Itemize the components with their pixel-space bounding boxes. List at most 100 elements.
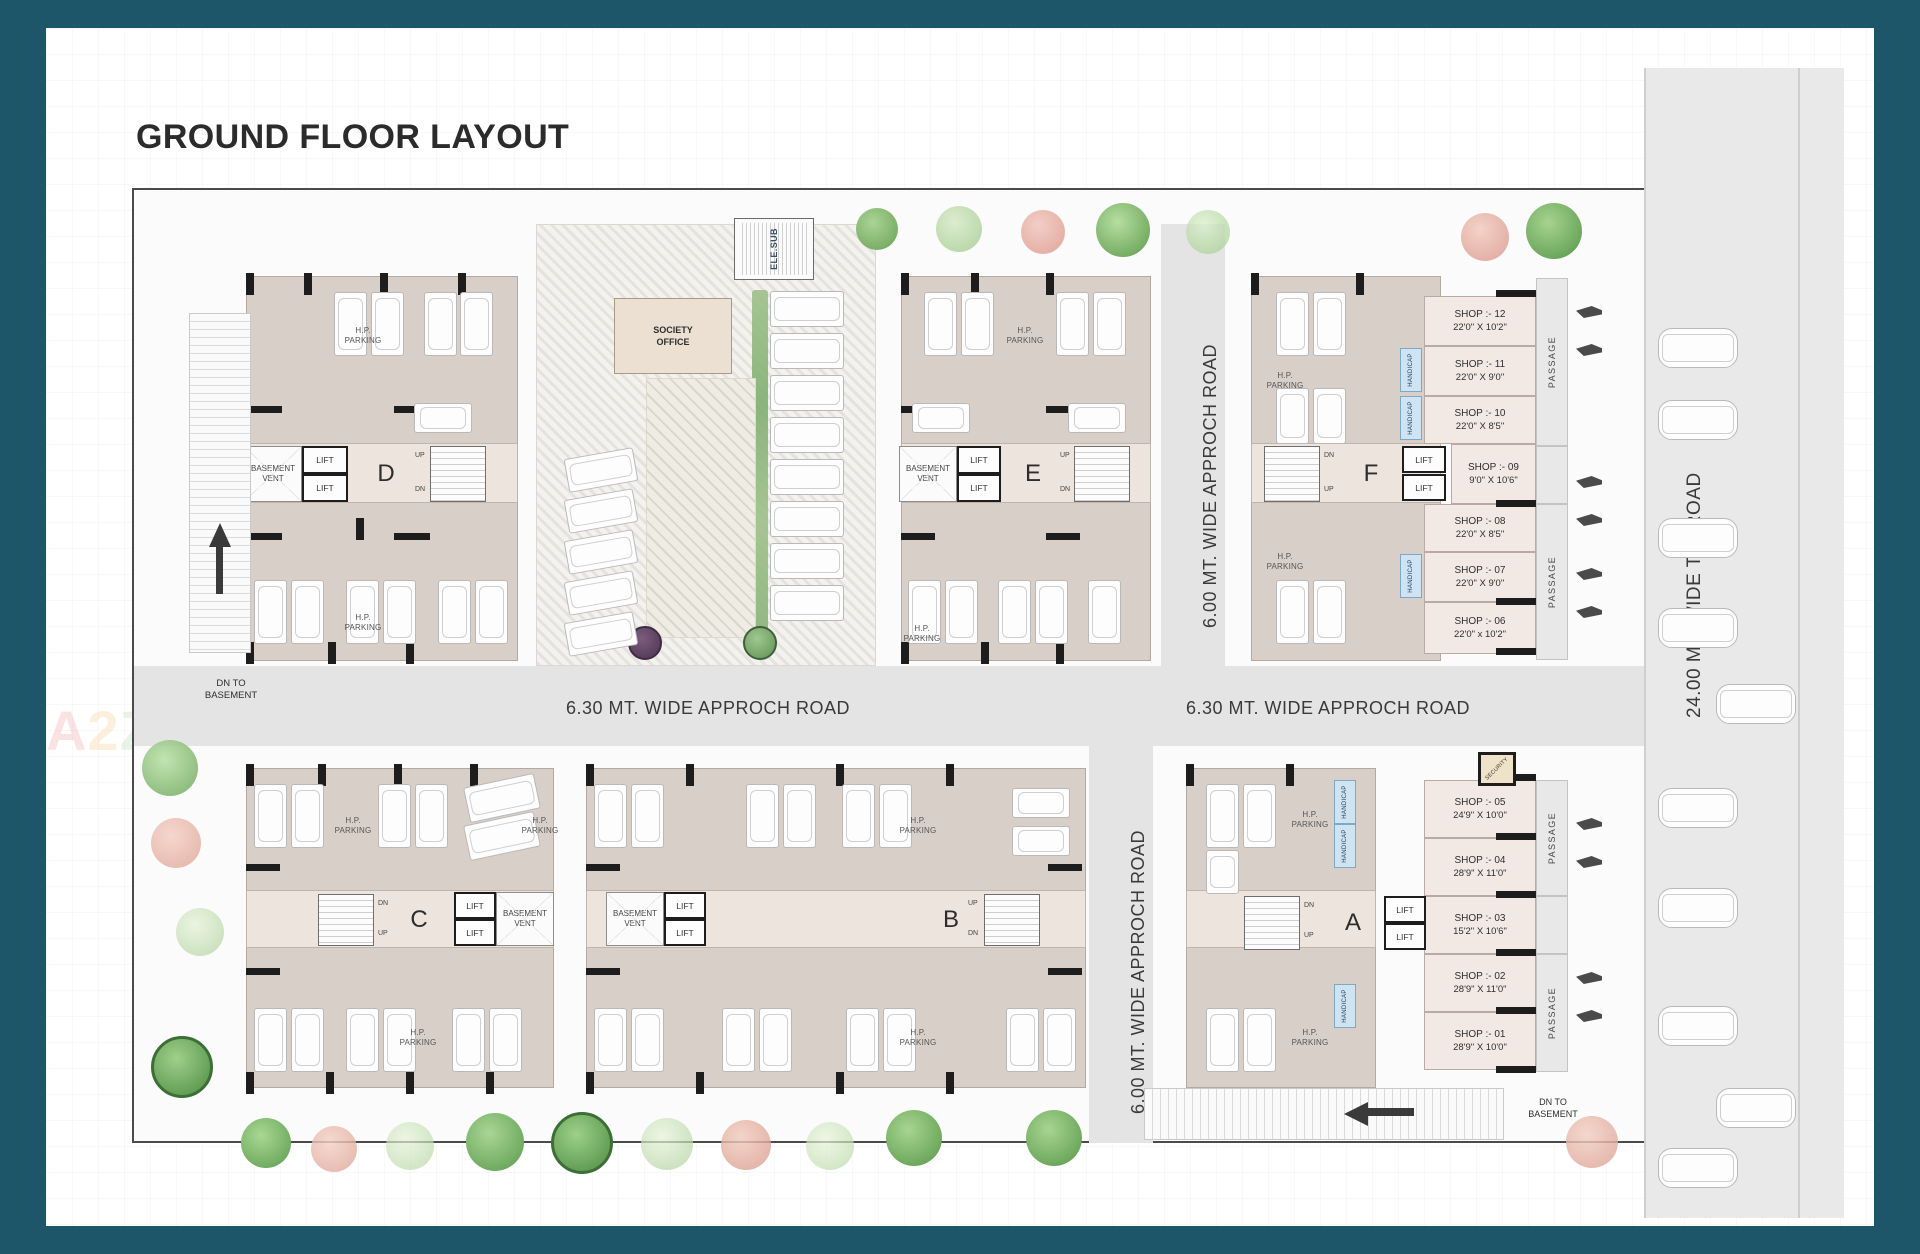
parking-stall (1012, 826, 1070, 856)
wall-segment (470, 764, 478, 786)
parking-stall (460, 292, 493, 356)
wall-segment (1286, 764, 1294, 786)
wall-segment (1046, 533, 1080, 540)
hp-parking-label: H.P. PARKING (1006, 326, 1044, 345)
wall-segment (1046, 273, 1054, 295)
block-e-lift-2: LIFT (957, 474, 1001, 502)
road-approach-vertical-upper (1161, 224, 1225, 666)
wall-segment (1496, 290, 1536, 297)
passage-a-upper: PASSAGE (1536, 780, 1568, 896)
hp-parking-label: H.P. PARKING (899, 1028, 937, 1047)
parking-stall (1206, 784, 1239, 848)
shop-cell-07[interactable]: SHOP :- 07 22'0" X 9'0" (1424, 552, 1536, 602)
shop-cell-09[interactable]: SHOP :- 09 9'0" X 10'6" (1451, 444, 1536, 504)
block-c-tag: C (410, 906, 428, 933)
wall-segment (901, 642, 909, 664)
ele-sub-label: ELE.SUB (769, 228, 779, 270)
tree-icon (466, 1113, 524, 1171)
hp-parking-label: H.P. PARKING (344, 326, 382, 345)
handicap-label: HANDICAP (1342, 829, 1348, 863)
block-f-stair-up-label: UP (1324, 486, 1334, 493)
hp-parking-label: H.P. PARKING (1291, 1028, 1329, 1047)
shop-cell-02[interactable]: SHOP :- 02 28'9" X 11'0" (1424, 954, 1536, 1012)
wall-segment (1496, 891, 1536, 898)
parking-stall (746, 784, 779, 848)
security-cabin: SECURITY (1478, 752, 1516, 786)
parking-stall (414, 403, 472, 433)
parking-stall (383, 580, 416, 644)
block-e-stair-up-label: UP (1060, 452, 1070, 459)
shop-cell-03[interactable]: SHOP :- 03 15'2" X 10'6" (1424, 896, 1536, 954)
block-f-stair (1264, 446, 1320, 502)
parking-stall (1206, 850, 1239, 894)
shop-cell-08[interactable]: SHOP :- 08 22'0" X 8'5" (1424, 504, 1536, 552)
wall-segment (380, 273, 388, 295)
tree-icon (1026, 1110, 1082, 1166)
shop-cell-10[interactable]: SHOP :- 10 22'0" X 8'5" (1424, 396, 1536, 444)
shop-cell-11[interactable]: SHOP :- 11 22'0" X 9'0" (1424, 346, 1536, 396)
passage-label: PASSAGE (1547, 555, 1557, 609)
block-d-lift-1: LIFT (302, 446, 348, 474)
parking-stall (1068, 403, 1126, 433)
tree-icon (241, 1118, 291, 1168)
wall-segment (1496, 1066, 1536, 1073)
handicap-label: HANDICAP (1408, 353, 1414, 387)
two-wheeler-icon (1576, 818, 1602, 830)
wall-segment (394, 406, 430, 413)
block-f-lift-1: LIFT (1402, 446, 1446, 473)
wall-segment (586, 764, 594, 786)
block-b-lift-1: LIFT (664, 892, 706, 919)
wall-segment (246, 764, 254, 786)
walkway (646, 378, 756, 638)
shop-cell-05[interactable]: SHOP :- 05 24'9" X 10'0" (1424, 780, 1536, 838)
handicap-label: HANDICAP (1408, 559, 1414, 593)
block-a-lift-1: LIFT (1384, 896, 1426, 923)
shop-cell-04[interactable]: SHOP :- 04 28'9" X 11'0" (1424, 838, 1536, 896)
two-wheeler-icon (1576, 568, 1602, 580)
block-a-tag: A (1344, 909, 1361, 936)
wall-segment (1496, 833, 1536, 840)
shop-dimension: 22'0" X 10'2" (1453, 322, 1507, 333)
parking-stall (1658, 1148, 1738, 1188)
shop-dimension: 28'9" X 11'0" (1453, 984, 1507, 995)
dn-to-basement-note-left: DN TO BASEMENT (204, 678, 258, 701)
shop-number: SHOP :- 11 (1454, 359, 1506, 370)
block-b-tag: B (942, 906, 959, 933)
hp-parking-label: H.P. PARKING (903, 624, 941, 643)
wall-segment (326, 1072, 334, 1094)
block-f-lift-2: LIFT (1402, 474, 1446, 501)
tree-icon (1461, 213, 1509, 261)
shop-cell-12[interactable]: SHOP :- 12 22'0" X 10'2" (1424, 296, 1536, 346)
wall-segment (586, 864, 620, 871)
tree-icon (311, 1126, 357, 1172)
parking-stall (1012, 788, 1070, 818)
parking-stall (452, 1008, 485, 1072)
parking-stall (1276, 292, 1309, 356)
parking-stall (1658, 1006, 1738, 1046)
wall-segment (1056, 642, 1064, 664)
wall-segment (586, 968, 620, 975)
shop-dimension: 15'2" X 10'6" (1453, 926, 1507, 937)
block-e-basement-vent: BASEMENT VENT (899, 446, 957, 502)
block-c-basement-vent: BASEMENT VENT (496, 892, 554, 946)
security-label: SECURITY (1484, 756, 1510, 782)
wall-segment (406, 642, 414, 664)
parking-stall (1206, 1008, 1239, 1072)
wall-segment (246, 406, 282, 413)
handicap-label: HANDICAP (1342, 989, 1348, 1023)
society-office: SOCIETY OFFICE (614, 298, 732, 374)
block-c-lift-1: LIFT (454, 892, 496, 919)
shop-cell-01[interactable]: SHOP :- 01 28'9" X 10'0" (1424, 1012, 1536, 1070)
shop-cell-06[interactable]: SHOP :- 06 22'0" x 10'2" (1424, 602, 1536, 654)
two-wheeler-icon (1576, 1010, 1602, 1022)
parking-stall (961, 292, 994, 356)
parking-stall (438, 580, 471, 644)
wall-segment (1496, 648, 1536, 655)
passage-f-middle (1536, 446, 1568, 504)
wall-segment (1186, 764, 1194, 786)
block-d-stair-dn-label: DN (415, 486, 426, 493)
parking-stall (1313, 388, 1346, 444)
parking-stall (1088, 580, 1121, 644)
two-wheeler-icon (1576, 514, 1602, 526)
block-b-stair-dn-label: DN (968, 930, 979, 937)
